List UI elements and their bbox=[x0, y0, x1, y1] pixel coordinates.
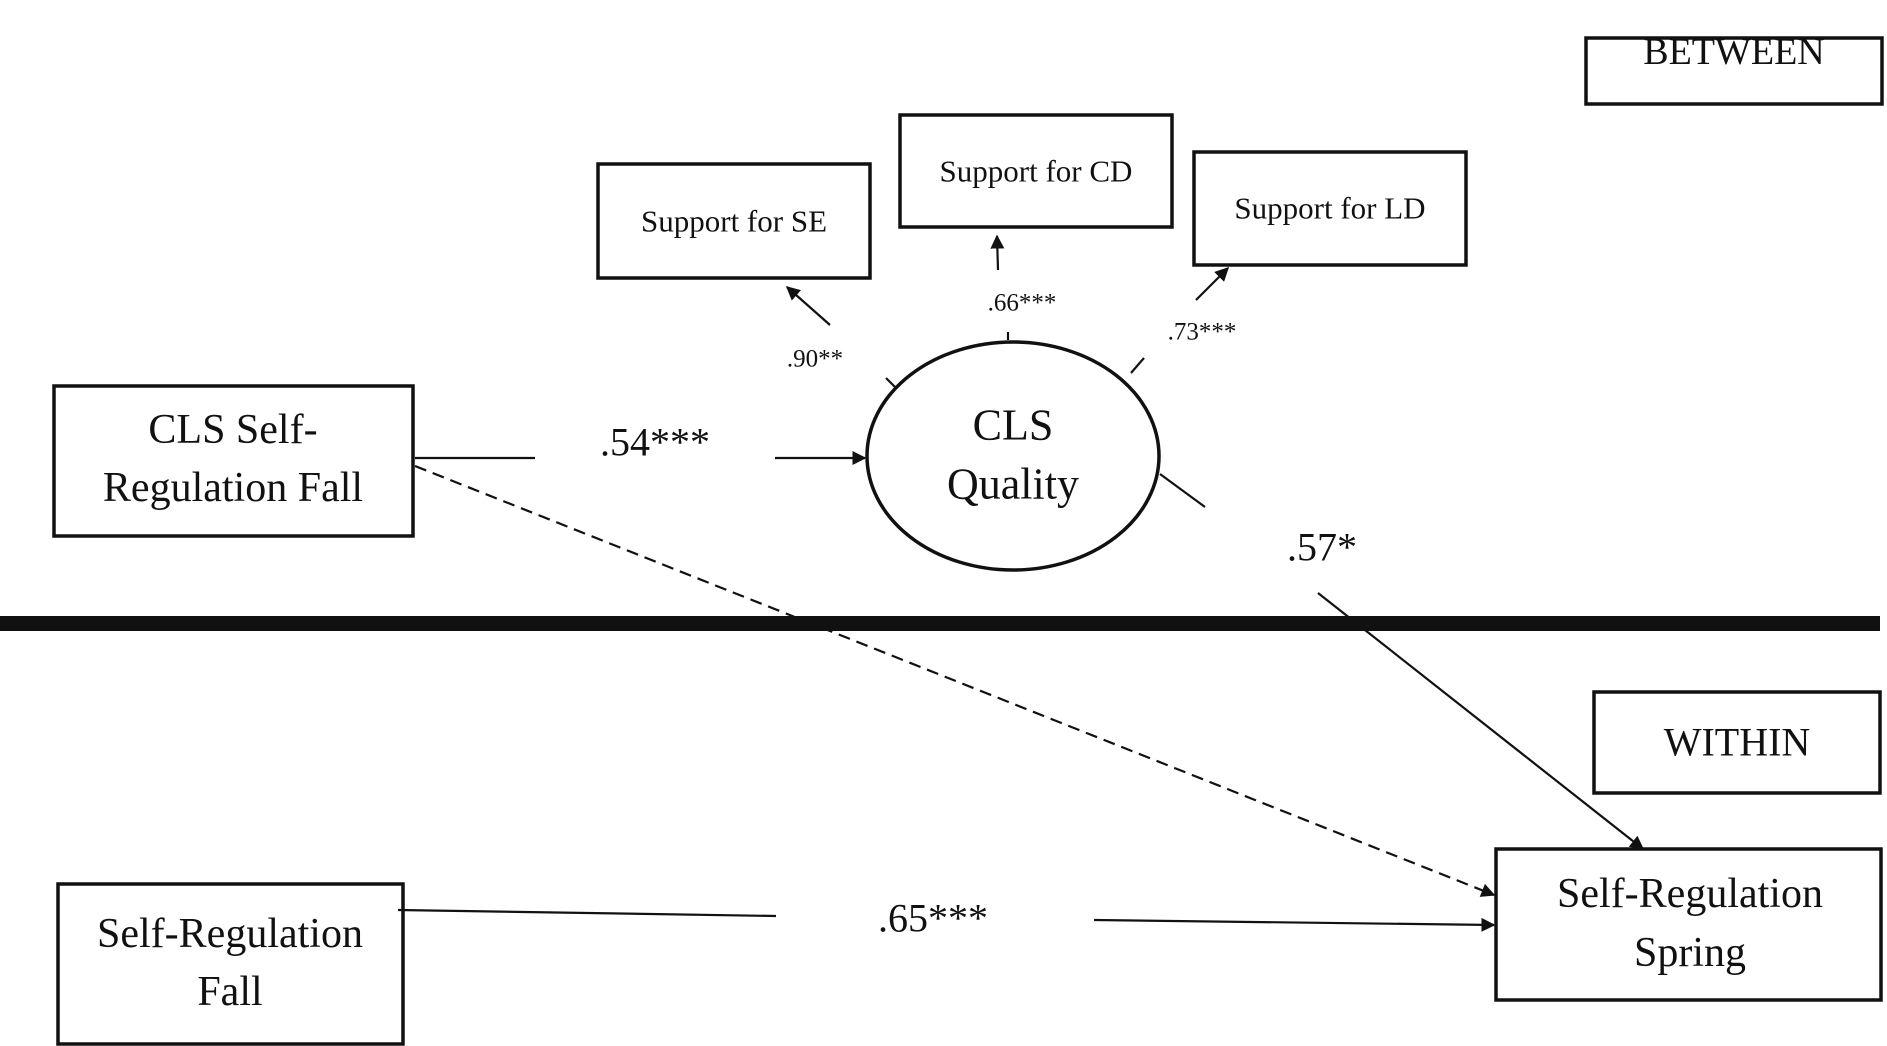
cls-quality-label-line1: CLS bbox=[973, 401, 1054, 450]
within-label-text: WITHIN bbox=[1664, 720, 1811, 765]
cls-self-regulation-fall-box: CLS Self- Regulation Fall bbox=[52, 384, 415, 538]
coef-quality-to-ld: .73*** bbox=[1168, 319, 1237, 346]
coef-fall-to-spring: .65*** bbox=[878, 896, 988, 941]
self-regulation-fall-line1: Self-Regulation bbox=[97, 911, 363, 957]
path-cls-fall-to-spring-dashed bbox=[414, 464, 1496, 897]
loading-quality-to-se: .90** bbox=[785, 286, 897, 389]
support-se-label: Support for SE bbox=[641, 204, 827, 239]
support-se-box: Support for SE bbox=[596, 162, 872, 280]
cls-quality-label-line2: Quality bbox=[947, 460, 1079, 509]
coef-quality-to-spring: .57* bbox=[1287, 525, 1357, 570]
level-divider bbox=[0, 616, 1880, 631]
support-ld-label: Support for LD bbox=[1234, 191, 1425, 226]
between-level-label: BETWEEN bbox=[1584, 31, 1884, 106]
cls-quality-latent: CLS Quality bbox=[865, 340, 1161, 572]
support-ld-box: Support for LD bbox=[1192, 150, 1468, 267]
self-regulation-spring-line2: Spring bbox=[1634, 930, 1746, 976]
path-fall-to-spring: .65*** bbox=[397, 896, 1496, 941]
self-regulation-spring-line1: Self-Regulation bbox=[1557, 871, 1823, 917]
cls-self-regulation-fall-line1: CLS Self- bbox=[148, 407, 317, 453]
coef-quality-to-cd: .66*** bbox=[988, 290, 1057, 317]
self-regulation-fall-box: Self-Regulation Fall bbox=[56, 882, 405, 1046]
self-regulation-spring-box: Self-Regulation Spring bbox=[1494, 847, 1883, 1002]
support-cd-box: Support for CD bbox=[898, 113, 1174, 229]
path-cls-fall-to-quality: .54*** bbox=[415, 420, 867, 465]
loading-quality-to-cd: .66*** bbox=[988, 234, 1057, 340]
path-quality-to-spring: .57* bbox=[1159, 473, 1645, 850]
support-cd-label: Support for CD bbox=[940, 154, 1133, 189]
coef-quality-to-se: .90** bbox=[787, 346, 843, 373]
coef-cls-fall-to-quality: .54*** bbox=[600, 420, 710, 465]
within-level-label: WITHIN bbox=[1592, 690, 1882, 795]
loading-quality-to-ld: .73*** bbox=[1130, 267, 1237, 374]
between-label-text: BETWEEN bbox=[1643, 31, 1825, 73]
cls-self-regulation-fall-line2: Regulation Fall bbox=[103, 465, 363, 511]
self-regulation-fall-line2: Fall bbox=[197, 969, 262, 1015]
